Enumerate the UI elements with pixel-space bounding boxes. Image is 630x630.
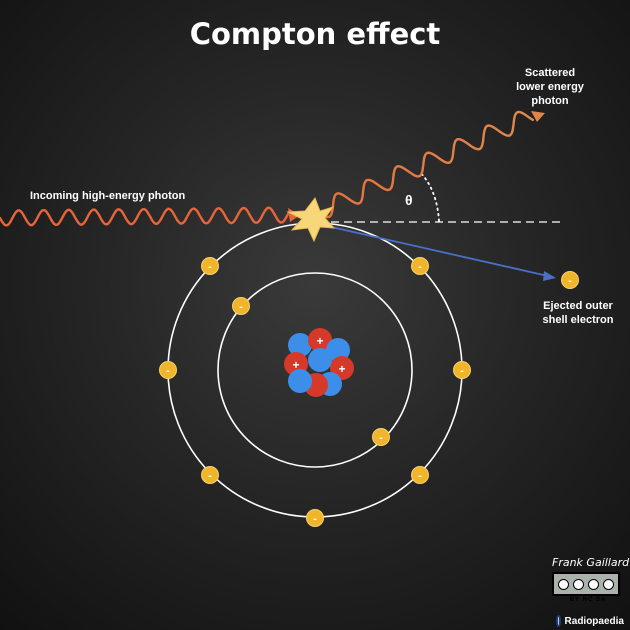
- noncommercial-icon: [588, 578, 599, 590]
- electron-sign: -: [166, 365, 170, 377]
- proton-sign: +: [292, 358, 299, 372]
- electron: -: [411, 466, 429, 484]
- nucleus: + + +: [284, 328, 354, 397]
- cc-icon: [558, 578, 569, 590]
- neutron: [288, 333, 312, 357]
- incoming-photon-label: Incoming high-energy photon: [30, 190, 186, 202]
- electron: -: [201, 257, 219, 275]
- electron-sign: -: [460, 365, 464, 377]
- electron-sign: -: [208, 261, 212, 273]
- electron: -: [201, 466, 219, 484]
- proton-sign: +: [316, 334, 323, 348]
- scatter-angle-label: θ: [405, 192, 413, 208]
- sharealike-icon: [603, 578, 614, 590]
- neutron: [326, 338, 350, 362]
- ejected-electron-arrowhead: [543, 271, 556, 281]
- license-terms: BY NC SA: [569, 597, 607, 603]
- electron: -: [232, 297, 250, 315]
- electrons: - - - - - - - - - -: [159, 257, 579, 527]
- electron-sign: -: [208, 470, 212, 482]
- scattered-photon-label: Scattered lower energy photon: [516, 67, 584, 107]
- proton-sign: +: [338, 362, 345, 376]
- neutron: [288, 369, 312, 393]
- electron-sign: -: [418, 261, 422, 273]
- incoming-photon-wave: [0, 206, 292, 227]
- author-signature: Frank Gaillard: [552, 556, 630, 569]
- proton: [308, 328, 332, 352]
- electron-sign: -: [379, 432, 383, 444]
- electron-sign: -: [239, 301, 243, 313]
- electron: -: [372, 428, 390, 446]
- attribution-icon: [573, 578, 584, 590]
- page-title: Compton effect: [189, 17, 441, 51]
- electron: -: [159, 361, 177, 379]
- cc-license-badge: [552, 572, 620, 596]
- electron-sign: -: [568, 275, 572, 287]
- ejected-electron: -: [561, 271, 579, 289]
- collision-flash: [286, 196, 336, 243]
- angle-arc: [419, 171, 440, 222]
- electron: -: [306, 509, 324, 527]
- brand: Radiopaedia: [556, 615, 624, 627]
- credit-block: Frank Gaillard BY NC SA Radiopaedia: [552, 556, 630, 627]
- ejected-electron-label: Ejected outer shell electron: [542, 300, 614, 326]
- electron: -: [453, 361, 471, 379]
- brand-name: Radiopaedia: [564, 615, 624, 627]
- scattered-photon-arrowhead: [531, 111, 545, 122]
- electron-sign: -: [313, 513, 317, 525]
- electron-sign: -: [418, 470, 422, 482]
- scattered-photon-wave: [316, 110, 534, 219]
- neutron: [308, 348, 332, 372]
- electron: -: [411, 257, 429, 275]
- ejected-electron-path: [317, 223, 549, 277]
- radiopaedia-logo-icon: [556, 615, 561, 627]
- inner-orbit: [217, 272, 413, 468]
